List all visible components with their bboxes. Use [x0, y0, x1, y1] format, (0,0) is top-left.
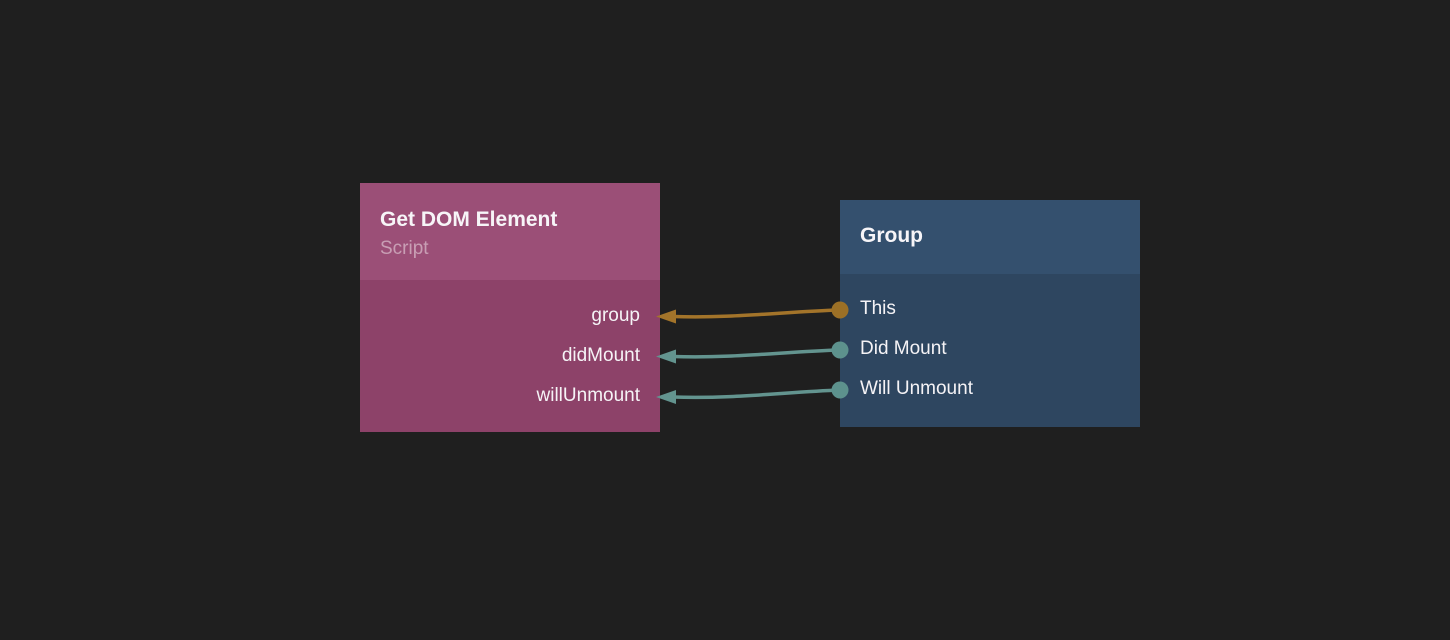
node-get-dom-element[interactable]: Get DOM Element Script group didMount wi… — [360, 183, 660, 432]
output-port-label: This — [860, 298, 896, 319]
wire-this-to-group[interactable] — [671, 308, 842, 319]
output-port-label: Did Mount — [860, 338, 947, 359]
input-port-willunmount[interactable]: willUnmount — [360, 376, 660, 416]
input-port-didmount[interactable]: didMount — [360, 336, 660, 376]
node-group[interactable]: Group This Did Mount Will Unmount — [840, 200, 1140, 427]
wire-arrowhead — [656, 349, 676, 364]
node-subtitle: Script — [380, 238, 429, 259]
port-dot-this[interactable] — [831, 301, 849, 319]
output-port-willunmount[interactable]: Will Unmount — [840, 369, 1140, 409]
node-title: Group — [860, 224, 923, 247]
output-port-label: Will Unmount — [860, 378, 973, 399]
input-port-group[interactable]: group — [360, 296, 660, 336]
node-get-dom-element-body: group didMount willUnmount — [360, 280, 660, 416]
input-port-label: group — [591, 305, 640, 326]
output-port-didmount[interactable]: Did Mount — [840, 329, 1140, 369]
output-port-this[interactable]: This — [840, 289, 1140, 329]
port-dot-willunmount[interactable] — [831, 381, 849, 399]
node-get-dom-element-header[interactable]: Get DOM Element Script — [360, 183, 660, 280]
node-title: Get DOM Element — [380, 208, 558, 231]
wire-didmount[interactable] — [671, 348, 842, 359]
input-port-label: didMount — [561, 345, 640, 366]
wire-arrowhead — [656, 309, 676, 324]
input-port-label: willUnmount — [536, 385, 640, 406]
node-group-header[interactable]: Group — [840, 200, 1140, 274]
wire-willunmount[interactable] — [671, 388, 842, 400]
port-dot-didmount[interactable] — [831, 341, 849, 359]
node-group-body: This Did Mount Will Unmount — [840, 274, 1140, 409]
wire-arrowhead — [656, 390, 676, 404]
